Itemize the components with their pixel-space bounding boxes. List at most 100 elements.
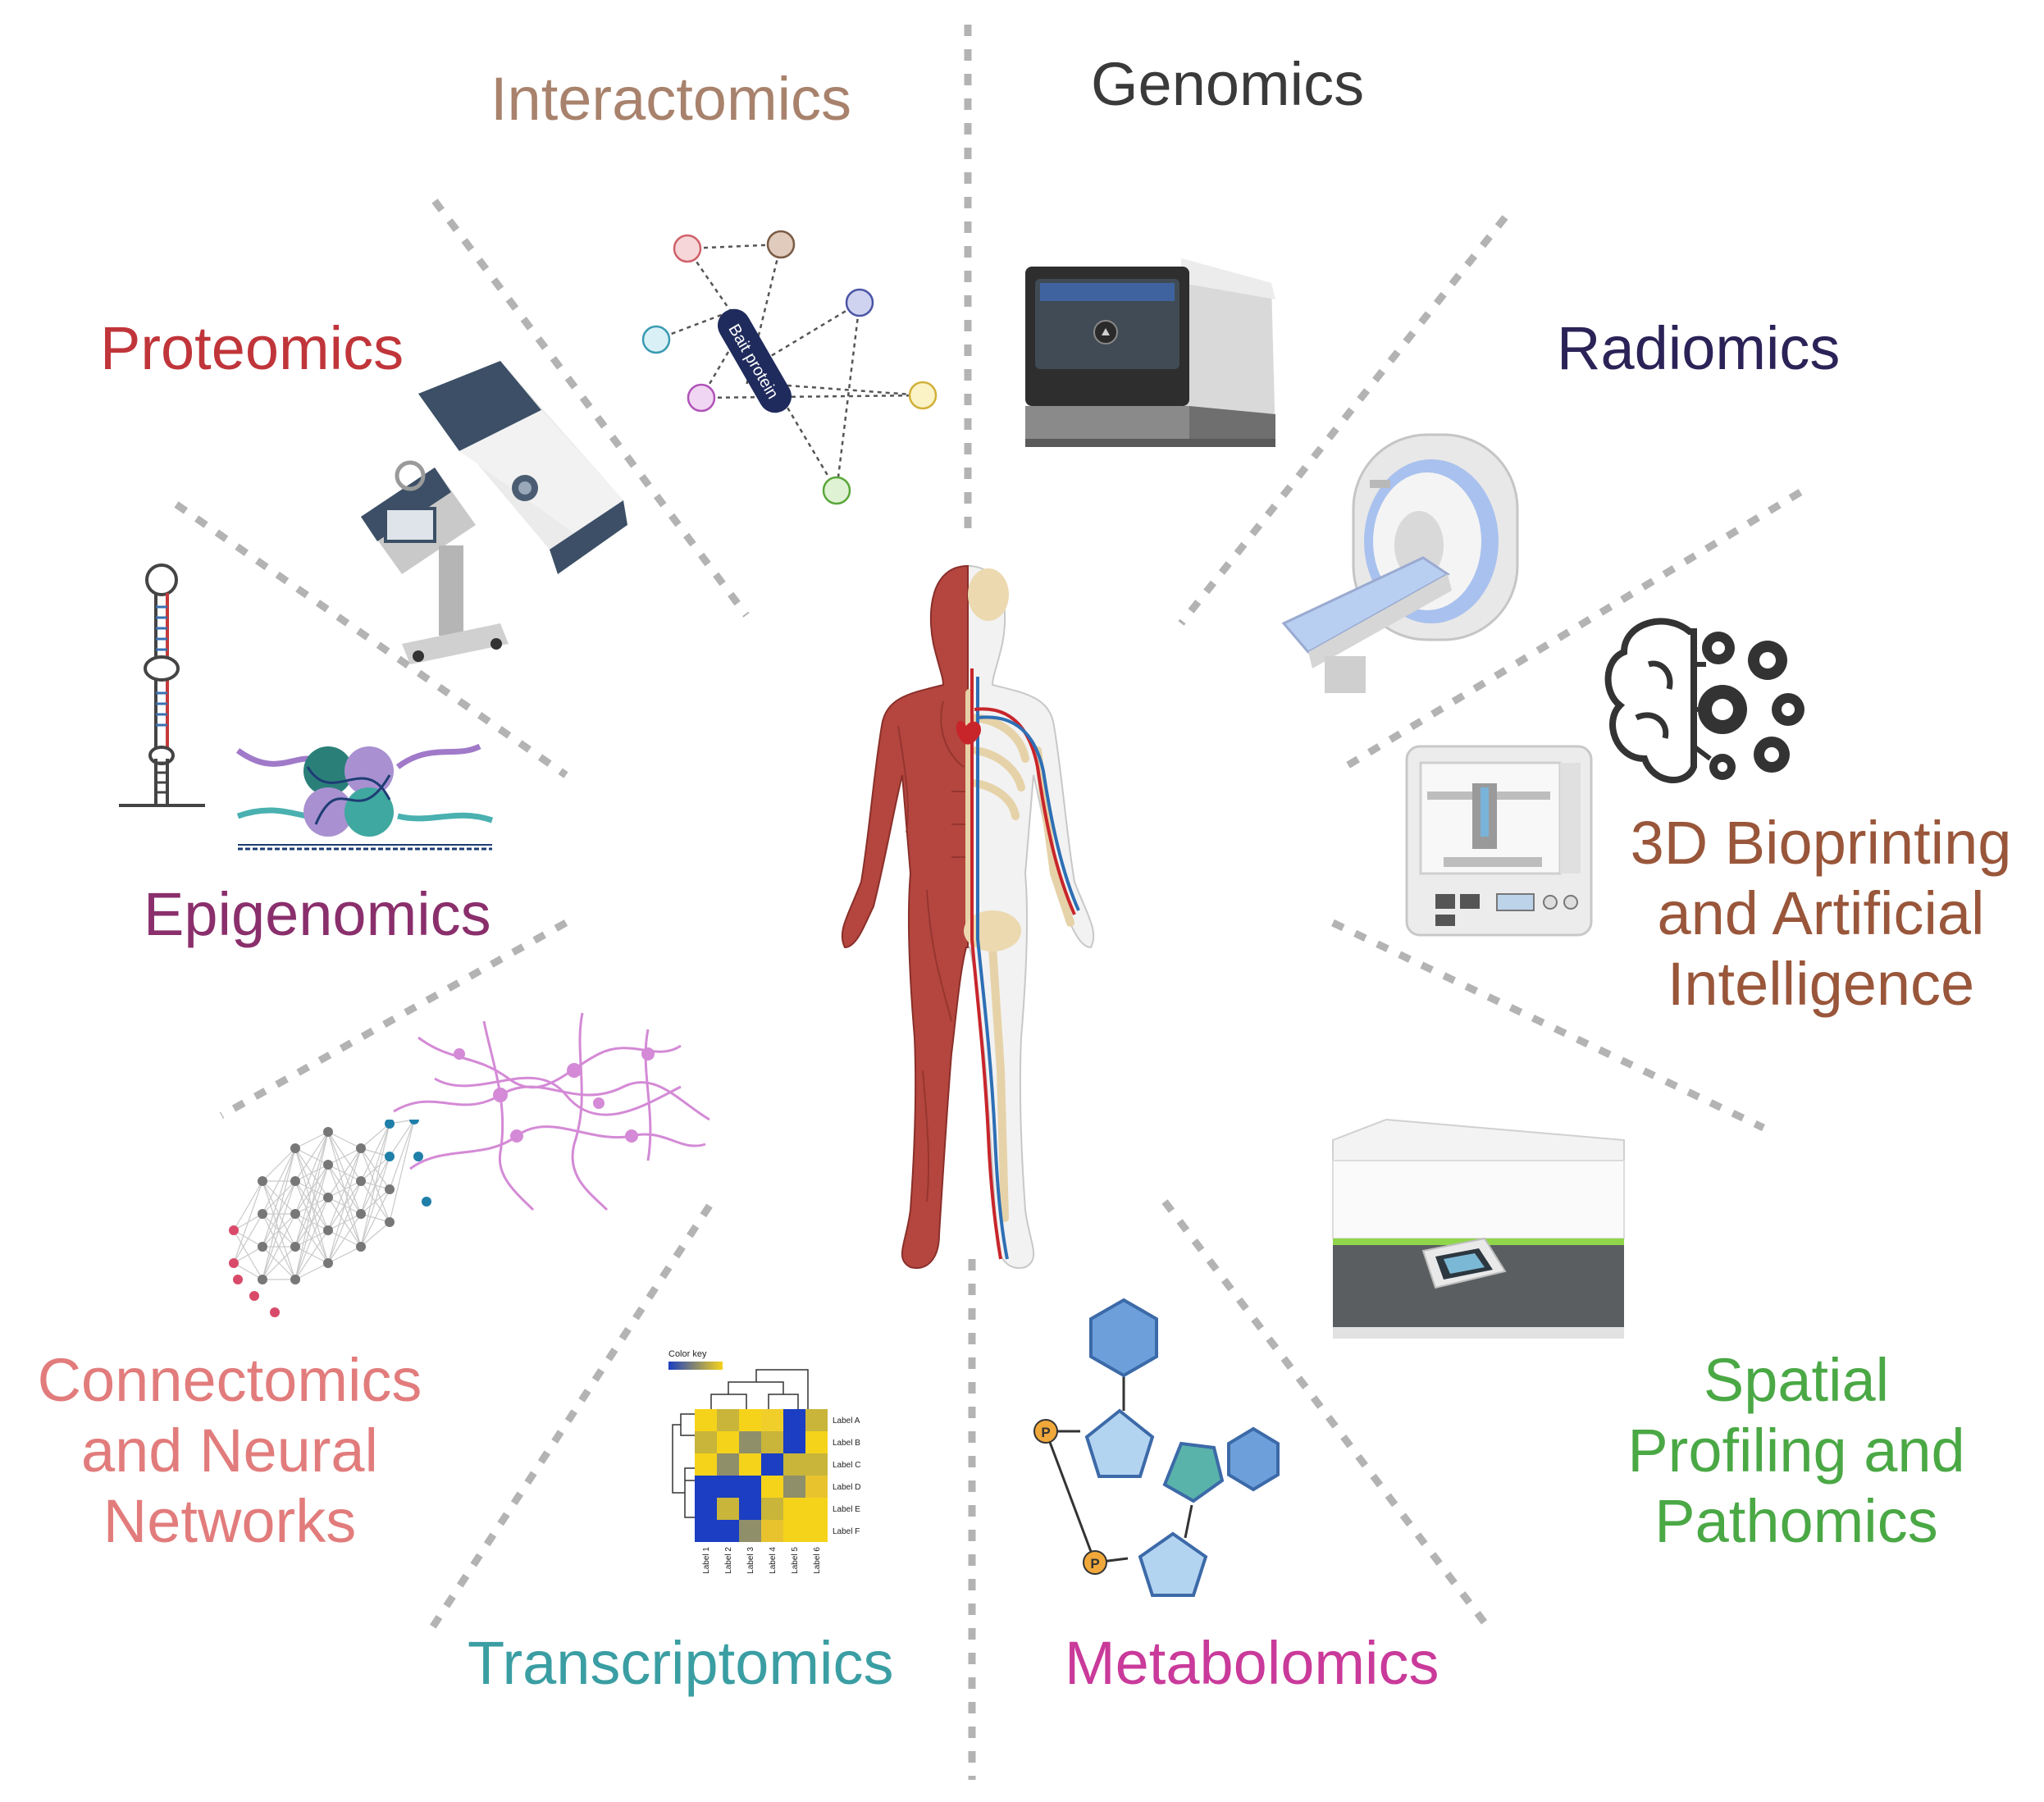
network-node bbox=[258, 1176, 267, 1186]
network-node bbox=[323, 1258, 333, 1268]
heatmap-row-label: Label E bbox=[833, 1505, 860, 1514]
divider-line bbox=[219, 919, 568, 1119]
network-edge bbox=[327, 1147, 362, 1231]
divider-line bbox=[1331, 919, 1765, 1132]
label-line: 3D Bioprinting bbox=[1630, 809, 2012, 877]
heatmap-cell bbox=[783, 1520, 805, 1542]
network-edge bbox=[294, 1229, 329, 1280]
network-edge bbox=[360, 1123, 390, 1182]
network-node bbox=[290, 1242, 300, 1252]
network-edge bbox=[294, 1131, 329, 1280]
heatmap-row-label: Label C bbox=[833, 1461, 860, 1470]
heatmap-col-label: Label 5 bbox=[791, 1547, 800, 1574]
human-anatomy-icon bbox=[841, 564, 1095, 1269]
network-edge bbox=[233, 1213, 263, 1264]
label-line: and Neural bbox=[80, 1417, 378, 1485]
network-edge bbox=[233, 1180, 263, 1264]
network-node bbox=[323, 1225, 333, 1235]
heatmap-cell bbox=[805, 1520, 828, 1542]
network-edge bbox=[327, 1131, 362, 1149]
network-edge bbox=[294, 1262, 329, 1280]
network-edge bbox=[360, 1123, 390, 1248]
sequencer-icon bbox=[1025, 258, 1275, 447]
network-edge bbox=[389, 1120, 415, 1157]
heatmap-cell bbox=[717, 1498, 739, 1520]
label-line: Radiomics bbox=[1557, 314, 1841, 382]
network-edge bbox=[327, 1147, 362, 1264]
interactome-network-icon: Bait protein bbox=[641, 230, 938, 505]
label-line: and Artificial bbox=[1657, 879, 1985, 947]
heatmap-cell bbox=[761, 1476, 783, 1498]
heatmap-cell bbox=[739, 1498, 761, 1520]
label-line: Spatial bbox=[1703, 1346, 1890, 1414]
neurons-icon bbox=[393, 1012, 710, 1211]
heatmap-cell bbox=[783, 1498, 805, 1520]
heatmap-row-label: Label B bbox=[833, 1439, 860, 1448]
heatmap-col-label: Label 4 bbox=[769, 1547, 778, 1574]
label-line: Proteomics bbox=[100, 314, 404, 382]
network-node bbox=[290, 1209, 300, 1219]
network-edge bbox=[262, 1147, 296, 1215]
network-input-node bbox=[270, 1307, 280, 1317]
heatmap-cell bbox=[783, 1409, 805, 1431]
network-node bbox=[323, 1160, 333, 1170]
heatmap-col-label: Label 3 bbox=[746, 1547, 755, 1574]
label-line: Intelligence bbox=[1667, 950, 1975, 1018]
heatmap-cell bbox=[739, 1431, 761, 1453]
network-node bbox=[356, 1143, 366, 1153]
network-edge bbox=[327, 1246, 362, 1264]
network-edge bbox=[262, 1180, 296, 1280]
divider-line bbox=[174, 501, 568, 778]
heatmap-cell bbox=[761, 1431, 783, 1453]
heatmap-cell bbox=[717, 1409, 739, 1431]
divider-line bbox=[1343, 489, 1803, 770]
network-edge bbox=[389, 1120, 415, 1223]
network-edge bbox=[262, 1147, 296, 1248]
network-edge bbox=[327, 1213, 362, 1264]
heatmap-cell bbox=[761, 1453, 783, 1476]
heatmap-cell bbox=[717, 1431, 739, 1453]
heatmap-cell bbox=[739, 1476, 761, 1498]
network-node bbox=[385, 1120, 395, 1129]
heatmap-row-label: Label F bbox=[833, 1527, 860, 1536]
divider-line bbox=[423, 1203, 713, 1639]
heatmap-cell bbox=[805, 1431, 828, 1453]
3d-bioprinter-icon bbox=[1405, 745, 1593, 937]
network-node bbox=[323, 1127, 333, 1137]
network-edge bbox=[327, 1147, 362, 1166]
dendrogram bbox=[672, 1369, 809, 1518]
network-node bbox=[258, 1242, 267, 1252]
label-line: Genomics bbox=[1091, 50, 1365, 118]
divider-line bbox=[1161, 1199, 1492, 1631]
mri-scanner-icon bbox=[1281, 433, 1519, 693]
heatmap-cell bbox=[805, 1476, 828, 1498]
network-edge bbox=[360, 1123, 390, 1215]
network-node bbox=[229, 1225, 239, 1235]
phosphate-label: P bbox=[1090, 1556, 1099, 1572]
network-node bbox=[290, 1143, 300, 1153]
heatmap-cell bbox=[717, 1520, 739, 1542]
heatmap-col-label: Label 6 bbox=[813, 1547, 822, 1574]
neural-network-icon bbox=[229, 1120, 431, 1317]
label-line: Metabolomics bbox=[1065, 1629, 1439, 1697]
heatmap-cell bbox=[695, 1409, 717, 1431]
radiomics-label: Radiomics bbox=[1557, 313, 1840, 384]
network-edge bbox=[262, 1147, 296, 1280]
heatmap-cell bbox=[783, 1476, 805, 1498]
network-node bbox=[356, 1242, 366, 1252]
network-edge bbox=[389, 1120, 415, 1190]
network-edge bbox=[360, 1123, 390, 1149]
network-edge bbox=[233, 1180, 263, 1231]
network-node bbox=[409, 1120, 419, 1125]
network-output-node bbox=[413, 1152, 423, 1161]
label-line: Connectomics bbox=[37, 1346, 422, 1414]
heatmap-col-label: Label 1 bbox=[702, 1547, 711, 1574]
interactomics-label: Interactomics bbox=[490, 64, 851, 135]
heatmap-cell bbox=[739, 1453, 761, 1476]
network-node bbox=[385, 1184, 395, 1194]
